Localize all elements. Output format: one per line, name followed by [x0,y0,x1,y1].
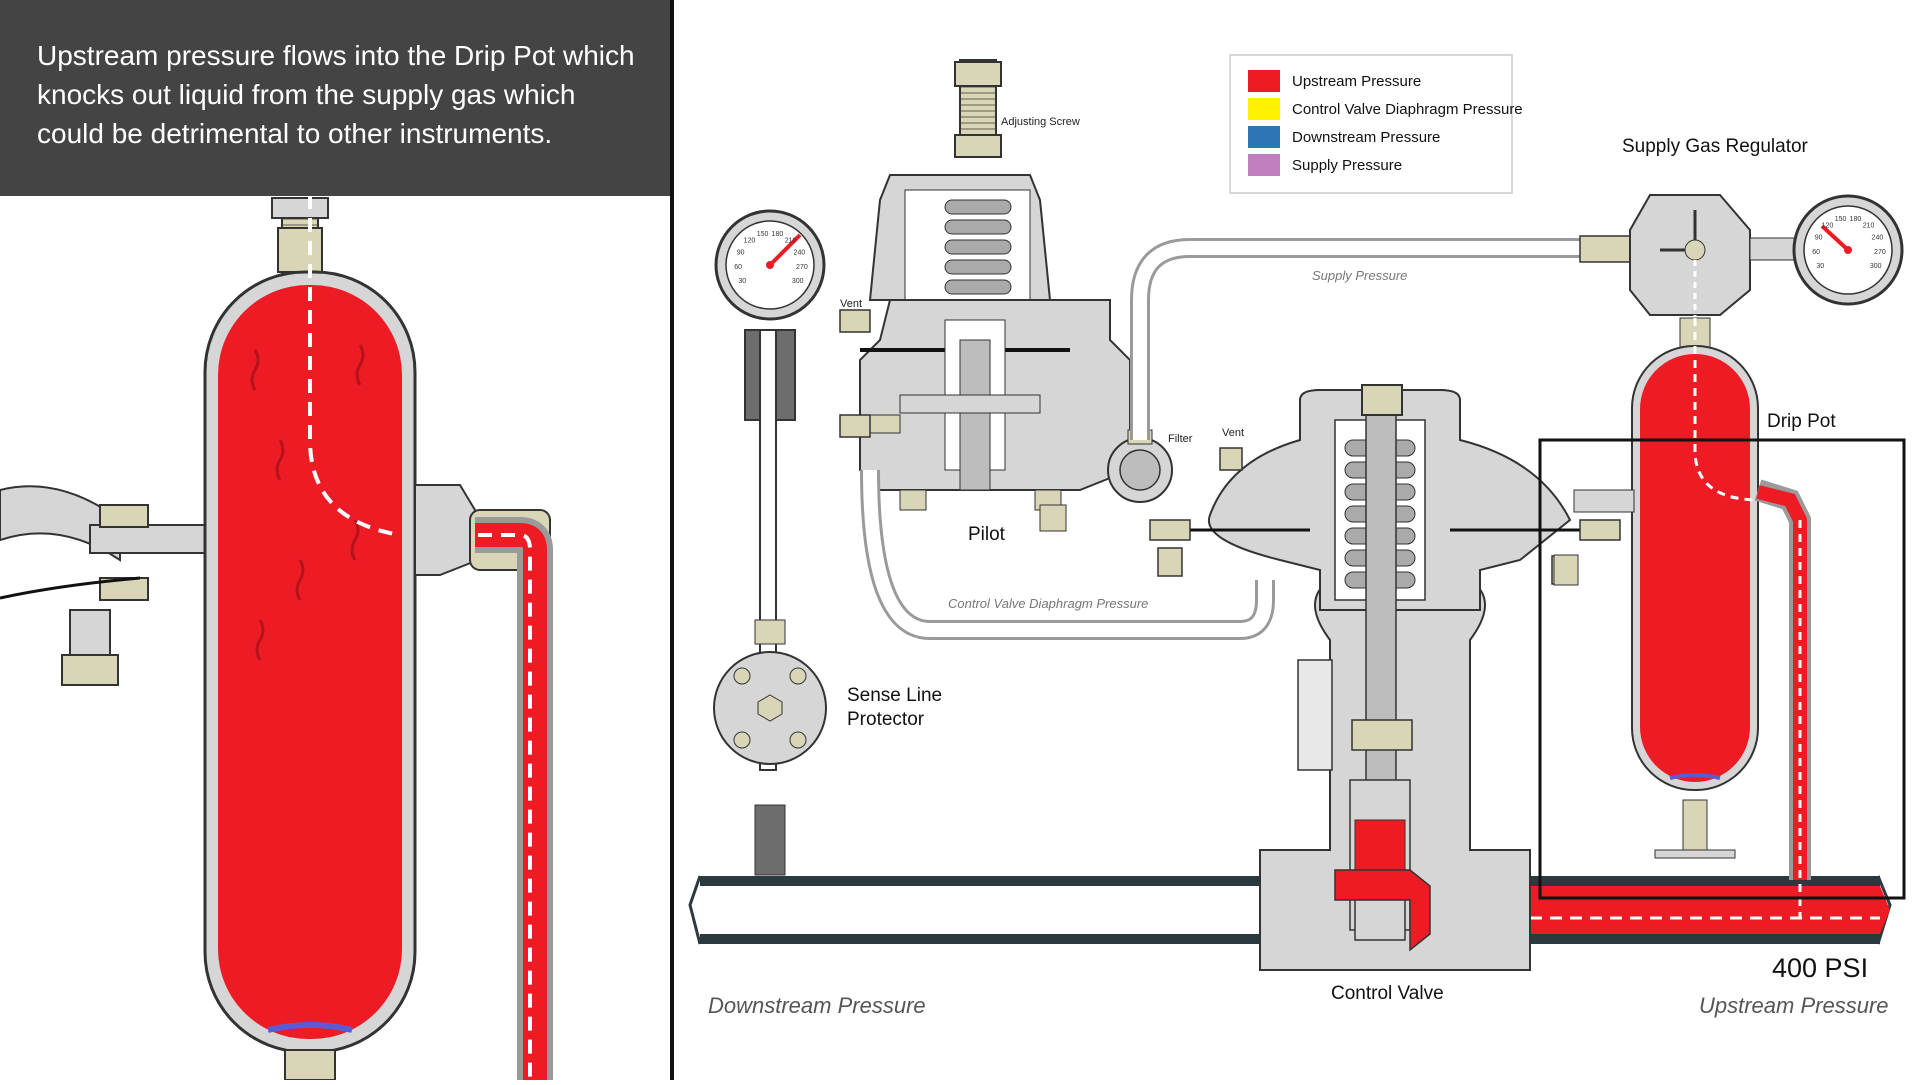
supply-gas-regulator [1629,194,1751,349]
drip-pot-highlight-box [1538,438,1906,900]
label-psi: 400 PSI [1772,953,1868,983]
gauge-tick-label: 30 [1816,263,1824,270]
gauge-tick-label: 270 [1874,249,1886,256]
sense-line-protector [713,651,827,765]
label-protector: Protector [847,709,925,730]
label-supply-pressure-line: Supply Pressure [1312,268,1407,283]
legend-label: Upstream Pressure [1292,73,1421,90]
legend-swatch [1248,126,1280,148]
drip-pot [1553,318,1761,859]
drip-pot-upstream-line [1756,485,1807,880]
label-control-valve: Control Valve [1331,983,1444,1004]
caption-box: Upstream pressure flows into the Drip Po… [0,0,670,196]
zoom-flow-path [308,195,401,537]
gauge-tick-label: 120 [1822,223,1834,230]
caption-text: Upstream pressure flows into the Drip Po… [37,40,635,149]
gauge-tick-label: 150 [757,231,769,238]
valve-top-nut [1361,384,1403,416]
gauge-tick-label: 300 [1870,263,1882,270]
zoom-upstream-line [475,523,547,1080]
vent-fitting-right [1219,447,1243,471]
gauge-right-needle [1820,224,1850,252]
label-sense-line: Sense Line [847,685,942,706]
pilot-spring [944,199,1012,295]
gauge-tick-label: 300 [792,278,804,285]
gauge-tick-label: 90 [1815,234,1823,241]
gauge-tick-label: 60 [1812,249,1820,256]
legend-label: Downstream Pressure [1292,129,1440,146]
gauge-tick-label: 90 [737,249,745,256]
panel-divider [670,0,674,1080]
legend-swatch [1248,154,1280,176]
gauge-tick-label: 210 [785,238,797,245]
legend-swatch [1248,98,1280,120]
gauge-tick-label: 240 [794,249,806,256]
control-valve [1149,384,1621,971]
legend-label: Supply Pressure [1292,157,1402,174]
control-valve-diaphragm-tube [863,469,1272,637]
gauge-tick-label: 180 [1850,216,1862,223]
label-downstream-pressure: Downstream Pressure [708,993,926,1018]
label-pilot: Pilot [968,524,1006,545]
vent-fitting-left [839,309,871,333]
legend-label: Control Valve Diaphragm Pressure [1292,101,1523,118]
label-upstream-pressure: Upstream Pressure [1699,993,1889,1018]
gauge-tick-label: 120 [744,238,756,245]
label-vent-right: Vent [1222,427,1244,439]
label-drip-pot: Drip Pot [1767,411,1836,432]
zoom-bottom-fitting [284,1049,336,1081]
legend-swatch [1248,70,1280,92]
gauge-tick-label: 150 [1835,216,1847,223]
label-supply-gas-regulator: Supply Gas Regulator [1622,136,1809,157]
gauge-tick-label: 30 [738,278,746,285]
zoom-liquid [267,1022,353,1033]
zoom-panel [0,195,553,1081]
label-filter: Filter [1168,433,1193,445]
valve-inlet-upstream [1334,869,1431,952]
drip-pot-gas [1640,354,1750,782]
zoom-bolt-head [99,504,149,528]
zoom-drip-pot-gas [218,285,402,1039]
supply-pressure-tube [1133,241,1660,440]
gauge-tick-label: 270 [796,264,808,271]
pilot-regulator [839,59,1131,532]
zoom-wave-marks [250,344,365,661]
label-control-valve-diaphragm-line: Control Valve Diaphragm Pressure [948,596,1148,611]
gauge-tick-label: 210 [1863,223,1875,230]
gauge-tick-label: 60 [734,264,742,271]
zoom-vent-fitting [61,654,119,686]
label-adjusting-screw: Adjusting Screw [1001,116,1080,128]
gauge-tick-label: 240 [1872,234,1884,241]
label-vent-left: Vent [840,298,862,310]
gauge-left-needle [768,233,802,267]
gauge-tick-label: 180 [772,231,784,238]
